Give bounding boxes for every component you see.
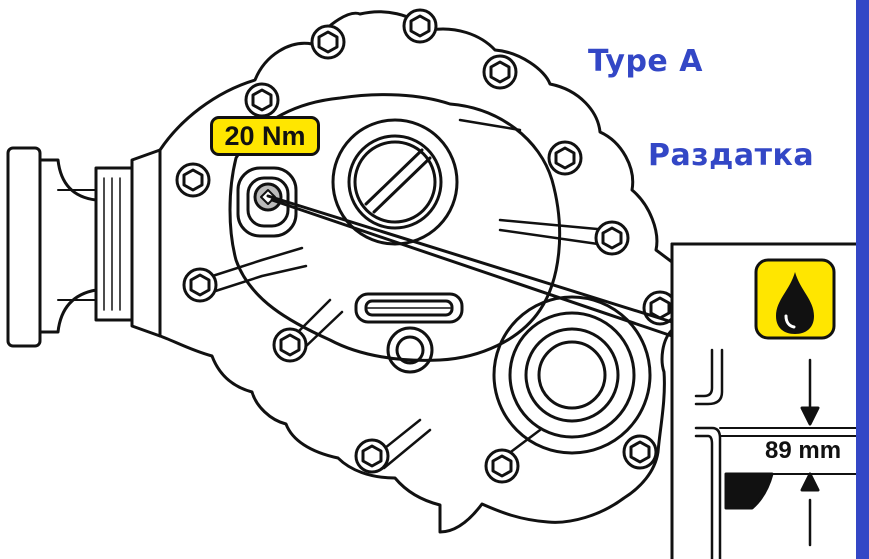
- bolts: [175, 8, 678, 484]
- filler-cover: [331, 118, 459, 246]
- level-depth-label: 89 mm: [765, 437, 842, 464]
- output-flange: [6, 146, 162, 348]
- component-name-label: Раздатка: [648, 138, 815, 173]
- inner-plate: [228, 93, 562, 362]
- output-boss: [492, 295, 652, 455]
- slot-opening: [354, 292, 464, 324]
- oil-drop-icon: [754, 258, 836, 340]
- ribs: [198, 118, 614, 470]
- small-plug: [386, 326, 434, 374]
- leader-line: [266, 194, 674, 338]
- side-bar: [856, 0, 869, 559]
- type-label: Type A: [588, 44, 703, 79]
- housing-outline: [158, 10, 674, 534]
- torque-badge: 20 Nm: [210, 116, 320, 156]
